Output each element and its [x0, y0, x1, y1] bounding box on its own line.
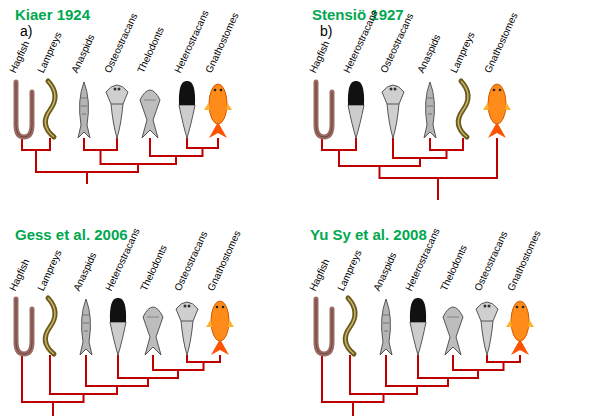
- taxon-label: Hagfish: [307, 257, 332, 293]
- taxon-label: Lampreys: [35, 248, 64, 293]
- taxon-label: Hagfish: [7, 257, 32, 293]
- taxon-label: Osteostracans: [172, 229, 210, 293]
- panel-letter: b): [320, 23, 332, 39]
- taxon-label: Gnathostomes: [505, 229, 543, 293]
- taxon-label: Gnathostomes: [203, 11, 241, 75]
- taxon-label: Osteostracans: [102, 11, 140, 75]
- study-title: Stensiö 1927: [312, 6, 404, 24]
- taxon-label: Hagfish: [307, 39, 332, 75]
- taxon-label: Gnathostomes: [205, 229, 243, 293]
- taxon-label: Anaspids: [71, 251, 99, 293]
- taxon-label: Hagfish: [7, 39, 32, 75]
- taxon-label: Thelodonts: [135, 25, 167, 75]
- taxon-label: Thelodonts: [438, 243, 470, 293]
- study-title: Yu Sy et al. 2008: [310, 226, 427, 244]
- taxon-label: Lampreys: [335, 248, 364, 293]
- taxon-label: Anaspids: [415, 33, 443, 75]
- taxon-label: Anaspids: [69, 33, 97, 75]
- taxon-label: Anaspids: [371, 251, 399, 293]
- taxon-label: Lampreys: [448, 30, 477, 75]
- taxon-label: Thelodonts: [138, 243, 170, 293]
- study-title: Kiaer 1924: [15, 6, 90, 24]
- taxon-label: Gnathostomes: [482, 11, 520, 75]
- taxon-label: Lampreys: [35, 30, 64, 75]
- panel-letter: a): [20, 23, 32, 39]
- taxon-label: Osteostracans: [472, 229, 510, 293]
- study-title: Gess et al. 2006: [15, 226, 128, 244]
